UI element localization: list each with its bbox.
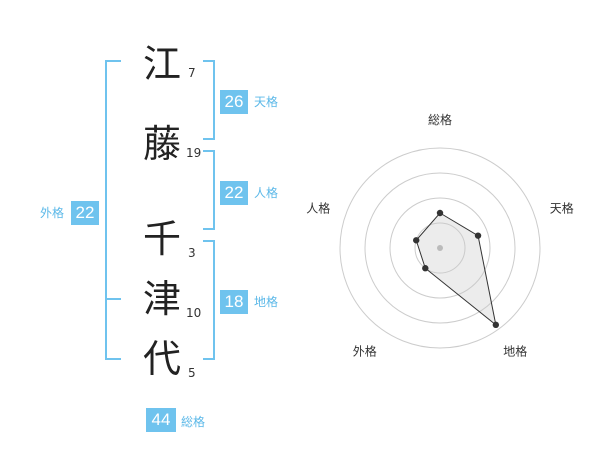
name-char-3: 千	[142, 217, 181, 261]
stroke-count-2: 19	[186, 146, 202, 160]
radar-point-5	[413, 237, 420, 244]
radar-point-3	[492, 321, 500, 329]
name-char-2: 藤	[142, 122, 181, 166]
radar-axis-label-5: 人格	[306, 200, 330, 215]
stroke-count-3: 3	[188, 246, 196, 260]
radar-axis-label-4: 外格	[353, 344, 377, 359]
radar-axis-label-2: 天格	[550, 200, 574, 215]
stroke-count-1: 7	[188, 66, 196, 80]
jinkaku-badge: 22	[220, 181, 248, 205]
radar-point-4	[422, 265, 429, 272]
radar-ring	[389, 197, 491, 299]
soukaku-label: 総格	[181, 415, 206, 429]
radar-center	[437, 245, 443, 251]
gaikaku-bracket	[105, 60, 121, 360]
chikaku-bracket	[203, 240, 215, 360]
jinkaku-label: 人格	[254, 186, 279, 200]
name-char-4: 津	[142, 277, 181, 321]
jinkaku-bracket	[203, 150, 215, 230]
radar-ring	[364, 172, 516, 324]
soukaku-badge: 44	[146, 408, 176, 432]
gaikaku-badge: 22	[71, 201, 99, 225]
name-char-1: 江	[142, 42, 181, 86]
stroke-count-5: 5	[188, 366, 196, 380]
gaikaku-bracket-tick	[105, 298, 121, 300]
stroke-count-4: 10	[186, 306, 202, 320]
name-char-5: 代	[142, 337, 181, 381]
radar-ring	[339, 147, 541, 349]
radar-axis-label-3: 地格	[503, 344, 527, 359]
chikaku-label: 地格	[254, 295, 279, 309]
gaikaku-label: 外格	[40, 206, 65, 220]
chikaku-badge: 18	[220, 290, 248, 314]
radar-polygon	[415, 212, 497, 327]
radar-point-1	[436, 209, 444, 217]
tenkaku-badge: 26	[220, 90, 248, 114]
tenkaku-bracket	[203, 60, 215, 140]
radar-point-2	[474, 232, 482, 239]
tenkaku-label: 天格	[254, 95, 279, 109]
radar-ring	[414, 222, 466, 274]
radar-axis-label-1: 総格	[428, 112, 452, 127]
